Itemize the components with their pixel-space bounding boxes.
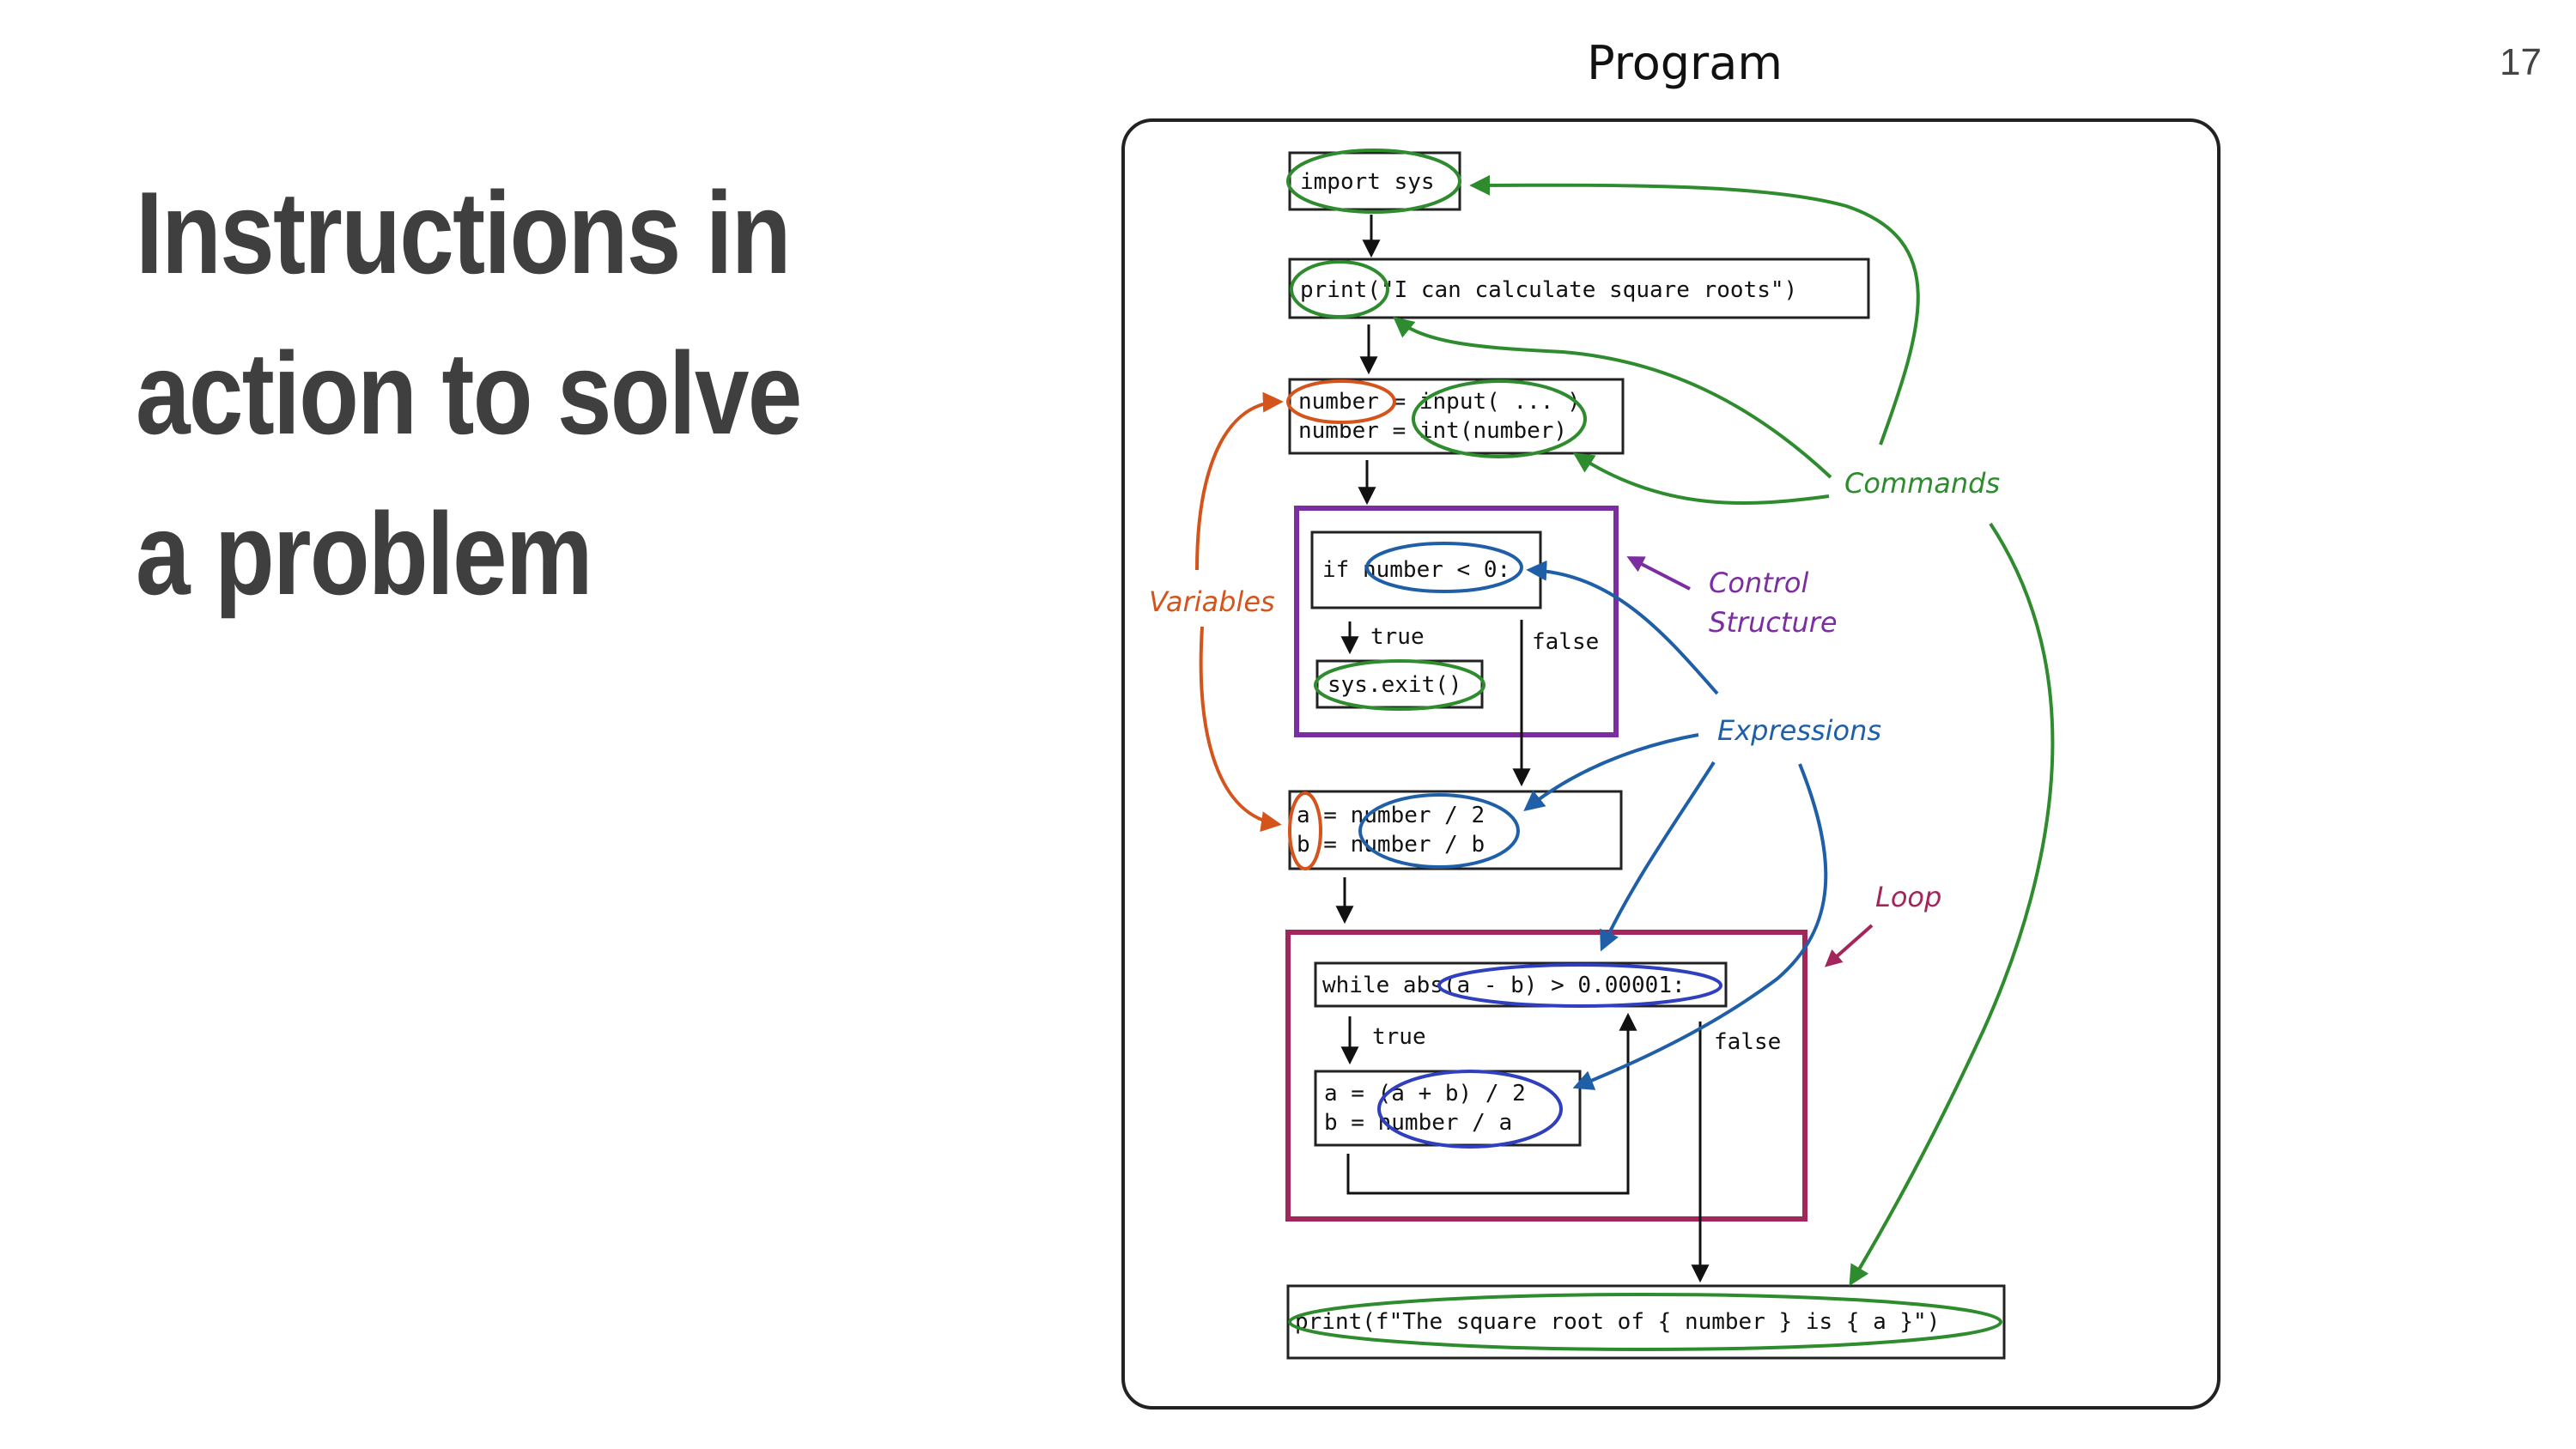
init-expression-highlight xyxy=(1358,793,1520,869)
expressions-arrow-if xyxy=(1526,560,1719,695)
ab-variable-highlight xyxy=(1288,791,1322,870)
import-highlight xyxy=(1286,149,1461,214)
while-condition-highlight xyxy=(1437,963,1722,1008)
control-label-line-2: Structure xyxy=(1709,606,1838,639)
variables-label: Variables xyxy=(1149,585,1275,618)
expressions-arrow-while xyxy=(1600,761,1716,952)
control-arrow xyxy=(1626,556,1691,591)
variables-arrow-number xyxy=(1195,391,1284,571)
import-code: import sys xyxy=(1300,169,1435,195)
while-true-label: true xyxy=(1372,1024,1426,1050)
commands-arrow-print xyxy=(1393,316,1832,479)
if-code: if number < 0: xyxy=(1322,557,1510,583)
commands-arrow-input xyxy=(1572,452,1830,505)
final-print-highlight xyxy=(1288,1293,2002,1351)
number-variable-highlight xyxy=(1286,379,1396,424)
if-condition-highlight xyxy=(1365,542,1523,593)
variables-arrow-ab xyxy=(1199,626,1282,833)
init-code-2: b = number / b xyxy=(1297,832,1485,858)
init-code-1: a = number / 2 xyxy=(1297,803,1485,828)
print-intro-box xyxy=(1288,258,1870,319)
while-false-label: false xyxy=(1714,1029,1781,1055)
loop-back-arrow xyxy=(1346,1012,1637,1195)
expressions-arrow-body xyxy=(1572,763,1828,1090)
if-false-label: false xyxy=(1532,629,1599,655)
program-frame xyxy=(1121,118,2221,1410)
loop-body-code-1: a = (a + b) / 2 xyxy=(1324,1081,1526,1106)
loop-body-highlight xyxy=(1377,1070,1563,1149)
exit-highlight xyxy=(1314,659,1485,711)
commands-label: Commands xyxy=(1844,467,2000,500)
loop-arrow xyxy=(1825,924,1874,967)
control-label-line-1: Control xyxy=(1709,567,1808,599)
exit-code: sys.exit() xyxy=(1327,672,1462,698)
loop-label: Loop xyxy=(1875,881,1941,913)
expressions-arrow-init xyxy=(1523,733,1699,812)
control-structure-frame xyxy=(1294,506,1619,737)
page-number: 17 xyxy=(2500,41,2542,83)
if-true-label: true xyxy=(1370,624,1425,650)
loop-frame xyxy=(1285,930,1807,1222)
while-code: while abs(a - b) > 0.00001: xyxy=(1322,973,1686,998)
commands-arrow-final xyxy=(1849,522,2055,1287)
diagram-heading: Program xyxy=(1587,36,1783,90)
slide-title: Instructions in action to solve a proble… xyxy=(136,167,802,619)
commands-arrow-import xyxy=(1469,174,1920,446)
expressions-label: Expressions xyxy=(1717,714,1881,747)
input-highlight xyxy=(1412,379,1587,458)
final-print-code: print(f"The square root of { number } is… xyxy=(1295,1309,1940,1335)
print-intro-highlight xyxy=(1290,260,1389,318)
loop-body-code-2: b = number / a xyxy=(1324,1110,1512,1136)
print-intro-code: print("I can calculate square roots") xyxy=(1300,277,1797,303)
while-box xyxy=(1314,961,1728,1008)
